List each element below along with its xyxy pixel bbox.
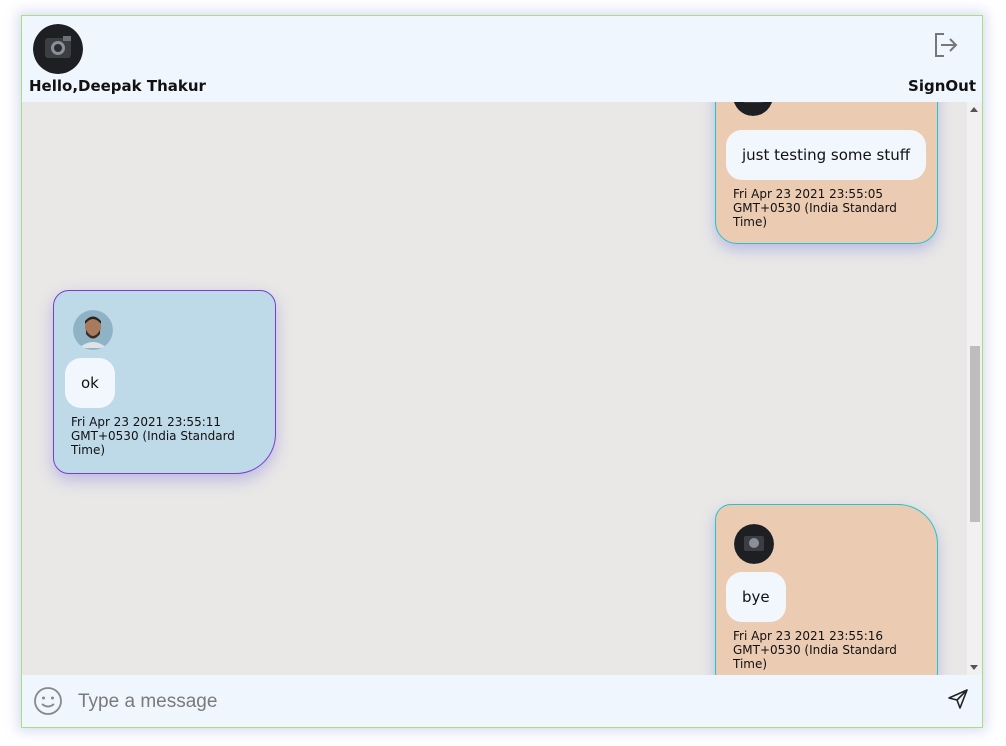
message-item: bye Fri Apr 23 2021 23:55:16 GMT+0530 (I… bbox=[715, 504, 938, 675]
sender-avatar bbox=[733, 102, 773, 116]
message-timestamp: Fri Apr 23 2021 23:55:16 GMT+0530 (India… bbox=[733, 629, 897, 671]
chat-app-window: Hello,Deepak Thakur SignOut just testing… bbox=[21, 15, 983, 728]
message-composer bbox=[22, 675, 982, 727]
user-avatar[interactable] bbox=[33, 24, 83, 74]
message-item: ok Fri Apr 23 2021 23:55:11 GMT+0530 (In… bbox=[53, 290, 276, 474]
message-input[interactable] bbox=[76, 685, 920, 719]
message-text: ok bbox=[65, 358, 115, 408]
signout-button[interactable]: SignOut bbox=[908, 77, 976, 95]
sender-avatar bbox=[734, 524, 774, 564]
message-list-scrollbar[interactable] bbox=[967, 102, 982, 675]
message-list[interactable]: just testing some stuff Fri Apr 23 2021 … bbox=[22, 102, 967, 675]
scroll-up-arrow[interactable] bbox=[970, 107, 978, 112]
message-text: just testing some stuff bbox=[726, 130, 927, 180]
sender-avatar bbox=[73, 310, 113, 350]
scroll-down-arrow[interactable] bbox=[970, 665, 978, 670]
scrollbar-thumb[interactable] bbox=[970, 346, 980, 522]
message-timestamp: Fri Apr 23 2021 23:55:05 GMT+0530 (India… bbox=[733, 187, 897, 229]
signout-icon[interactable] bbox=[930, 30, 960, 60]
smiley-icon[interactable] bbox=[33, 686, 63, 716]
greeting-text: Hello,Deepak Thakur bbox=[29, 77, 206, 95]
message-text: bye bbox=[726, 572, 786, 622]
message-item: just testing some stuff Fri Apr 23 2021 … bbox=[715, 102, 938, 244]
chat-header: Hello,Deepak Thakur SignOut bbox=[22, 16, 982, 102]
message-timestamp: Fri Apr 23 2021 23:55:11 GMT+0530 (India… bbox=[71, 415, 235, 457]
send-icon[interactable] bbox=[946, 687, 970, 711]
